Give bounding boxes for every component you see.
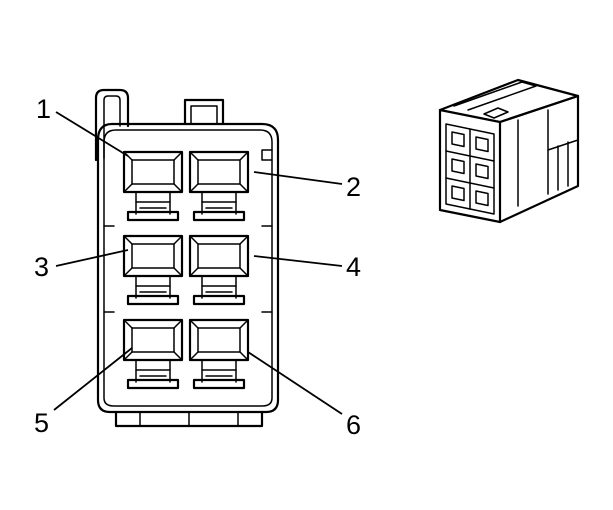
leader-line-6 <box>247 351 343 415</box>
pin-label-1: 1 <box>36 94 51 124</box>
iso-cavity-4 <box>475 163 489 180</box>
iso-cavity-5 <box>451 185 465 202</box>
locking-tab <box>94 88 130 162</box>
connector-isometric-view <box>438 78 580 224</box>
leader-line-4 <box>253 255 343 267</box>
pin-cavity-4 <box>188 234 250 306</box>
pin-cavity-6 <box>188 318 250 390</box>
pin-cavities <box>122 150 250 390</box>
pin-cavity-5 <box>122 318 184 390</box>
iso-cavity-2 <box>475 136 489 153</box>
connector-housing <box>96 122 280 414</box>
iso-cavity-6 <box>475 190 489 207</box>
leader-line-3 <box>55 249 129 267</box>
iso-cavity-3 <box>451 158 465 175</box>
leader-lines <box>53 111 343 415</box>
pin-cavity-1 <box>122 150 184 222</box>
leader-line-1 <box>55 111 129 157</box>
center-tab <box>183 98 225 126</box>
pin-labels: 1 2 3 4 5 6 <box>34 94 361 440</box>
pin-label-6: 6 <box>346 410 361 440</box>
pin-cavity-3 <box>122 234 184 306</box>
pin-label-4: 4 <box>346 252 361 282</box>
connector-face-view <box>94 88 280 428</box>
iso-cavity-1 <box>451 131 465 148</box>
leader-line-5 <box>53 347 133 411</box>
pin-label-2: 2 <box>346 172 361 202</box>
pin-label-5: 5 <box>34 408 49 438</box>
pin-cavity-2 <box>188 150 250 222</box>
pin-label-3: 3 <box>34 252 49 282</box>
leader-line-2 <box>253 171 343 185</box>
